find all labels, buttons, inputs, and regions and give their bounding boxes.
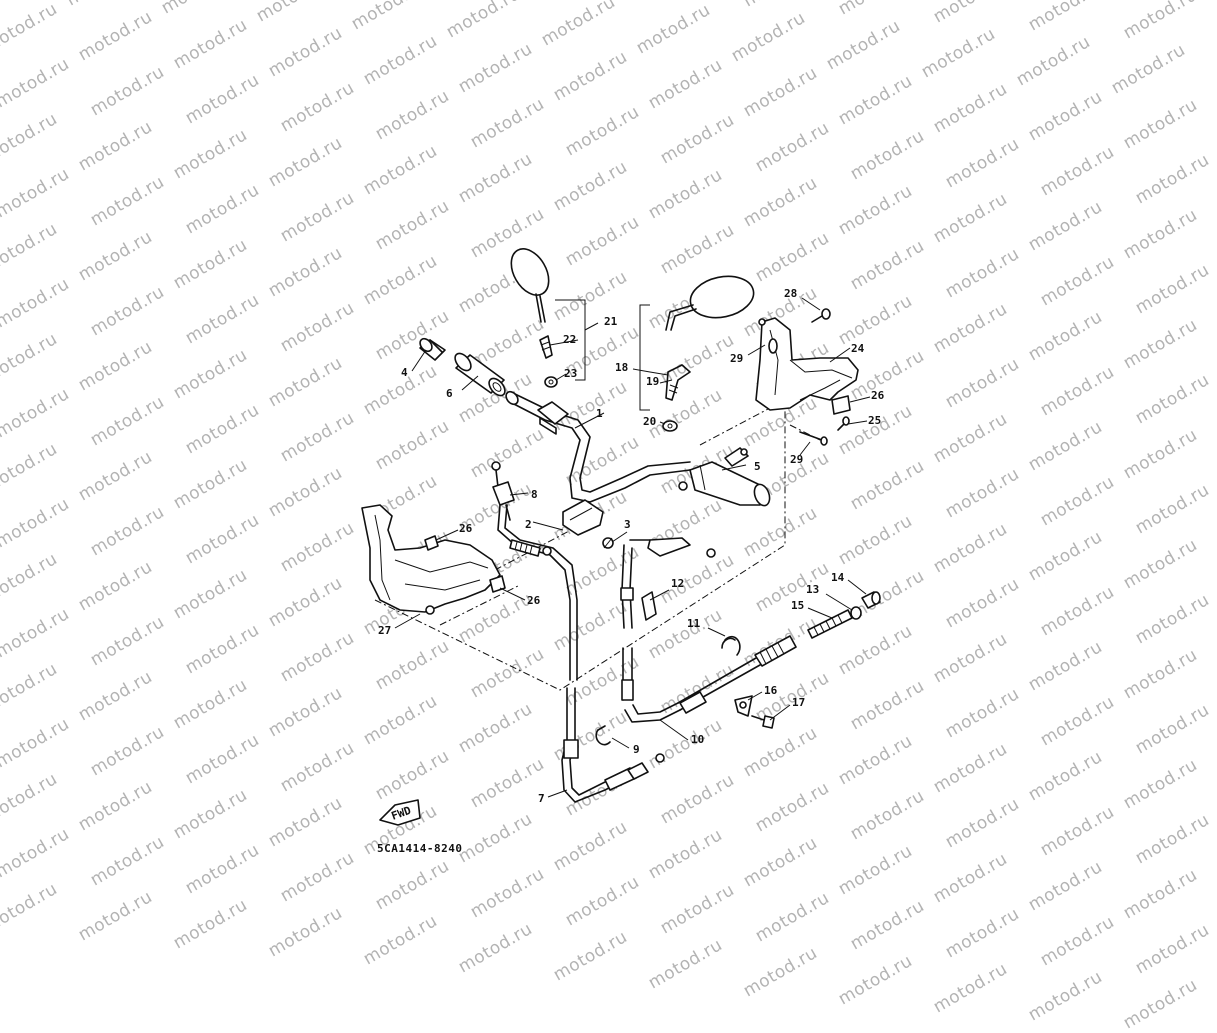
bracket-16[interactable] — [734, 695, 753, 717]
callout-6: 6 — [446, 387, 453, 400]
cap-14[interactable] — [861, 591, 881, 609]
screw-25[interactable] — [837, 416, 850, 431]
callout-7: 7 — [538, 792, 545, 805]
callout-21: 21 — [604, 315, 618, 328]
parts-diagram: FWD 1 2 — [361, 242, 885, 826]
callout-25: 25 — [868, 414, 881, 427]
callout-9: 9 — [633, 743, 640, 756]
diagram-part-number: 5CA1414-8240 — [377, 842, 463, 855]
screw-3[interactable] — [602, 537, 614, 549]
grip-end-4[interactable] — [418, 336, 446, 361]
watermark-text: motod.ru — [550, 927, 632, 986]
nut-26-left-upper[interactable] — [424, 535, 439, 551]
callout-10: 10 — [691, 733, 704, 746]
callout-11: 11 — [687, 617, 701, 630]
callout-2: 2 — [525, 518, 532, 531]
bolt-28[interactable] — [811, 308, 831, 323]
callout-26-left-lower: 26 — [527, 594, 541, 607]
callout-14: 14 — [831, 571, 845, 584]
callout-4: 4 — [401, 366, 408, 379]
callout-24: 24 — [851, 342, 865, 355]
callout-28: 28 — [784, 287, 797, 300]
clip-9[interactable] — [595, 725, 611, 746]
callout-29-upper: 29 — [730, 352, 743, 365]
nut-13[interactable] — [850, 606, 862, 620]
callout-26-left-upper: 26 — [459, 522, 473, 535]
watermark-text: motod.ru — [1132, 920, 1214, 979]
watermark-text: motod.ru — [1025, 967, 1107, 1026]
clamp-12[interactable] — [641, 591, 657, 621]
callout-labels: 1 2 3 4 5 6 7 8 9 10 11 12 13 14 15 16 1… — [378, 287, 885, 805]
callout-16: 16 — [764, 684, 778, 697]
callout-23: 23 — [564, 367, 577, 380]
right-mirror[interactable] — [665, 271, 757, 331]
callout-27: 27 — [378, 624, 391, 637]
callout-15: 15 — [791, 599, 804, 612]
callout-20: 20 — [643, 415, 656, 428]
mirror-nut-20[interactable] — [662, 420, 678, 432]
left-grip-6[interactable] — [452, 350, 508, 398]
bolt-8[interactable] — [491, 461, 515, 521]
bolt-17[interactable] — [751, 715, 775, 729]
nut-26-left-lower[interactable] — [489, 575, 506, 593]
left-mirror[interactable] — [504, 242, 557, 323]
cover-24[interactable] — [755, 317, 859, 411]
callout-18: 18 — [615, 361, 628, 374]
bracket-21-22 — [555, 299, 586, 381]
handlebar-1[interactable] — [504, 389, 691, 503]
callout-5: 5 — [754, 460, 761, 473]
throttle-grip-5[interactable] — [678, 447, 772, 508]
fwd-arrow-icon: FWD — [379, 799, 421, 826]
callout-19: 19 — [646, 375, 659, 388]
watermark-text: motod.ru — [645, 935, 727, 994]
watermark-text: motod.ru — [1120, 975, 1202, 1033]
callout-3: 3 — [624, 518, 631, 531]
callout-17: 17 — [792, 696, 805, 709]
mirror-bolt-22[interactable] — [539, 335, 553, 359]
callout-26-right: 26 — [871, 389, 885, 402]
brake-cable-7[interactable] — [497, 504, 665, 803]
lever-holder-2[interactable] — [562, 499, 604, 536]
leader-lines — [394, 297, 871, 798]
callout-22: 22 — [563, 333, 576, 346]
watermark-text: motod.ru — [930, 959, 1012, 1018]
watermark-text: motod.ru — [835, 951, 917, 1010]
clip-11[interactable] — [721, 635, 741, 656]
nut-26-right[interactable] — [831, 395, 851, 415]
callout-29-lower: 29 — [790, 453, 803, 466]
watermark-text: motod.ru — [455, 919, 537, 978]
watermark-text: motod.ru — [740, 943, 822, 1002]
watermark-text: motod.ru — [1037, 912, 1119, 971]
cover-27[interactable] — [361, 504, 501, 615]
watermark-text: motod.ru — [360, 911, 442, 970]
mirror-nut-23[interactable] — [544, 376, 558, 388]
bracket-18 — [639, 304, 650, 411]
mirror-bolt-19[interactable] — [665, 364, 691, 401]
callout-13: 13 — [806, 583, 819, 596]
callout-1: 1 — [596, 407, 603, 420]
adjuster-15[interactable] — [754, 609, 853, 667]
callout-12: 12 — [671, 577, 684, 590]
screw-29[interactable] — [799, 431, 828, 446]
callout-8: 8 — [531, 488, 538, 501]
